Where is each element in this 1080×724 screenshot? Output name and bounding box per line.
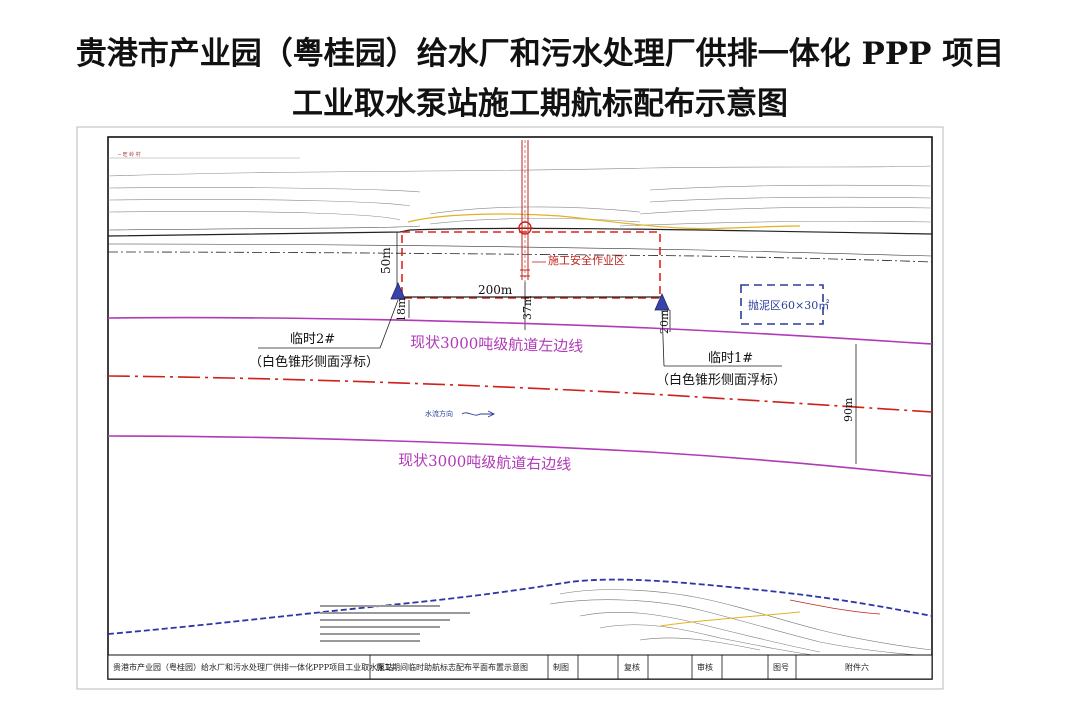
intake-pipeline [517, 140, 533, 282]
dim-90-label: 90m [842, 397, 855, 422]
buoy-1-name: 临时1# [708, 351, 753, 366]
channel-centerline [107, 375, 933, 413]
dim-20-label: 20m [658, 309, 671, 334]
buoy-1-leader [661, 309, 665, 367]
bank-edge-lower-2 [107, 243, 933, 257]
title-block-number-value: 附件六 [845, 662, 869, 672]
dredge-zone-label: 抛泥区60×30㎡ [748, 298, 829, 312]
title-block-drawn-label: 制图 [553, 662, 569, 672]
buoy-2-leader [379, 299, 399, 349]
dim-37-label: 37m [521, 295, 534, 320]
work-zone-label: 施工安全作业区 [548, 253, 625, 267]
title-block-review-label: 审核 [697, 662, 713, 672]
far-shore-marker-2 [789, 599, 881, 615]
top-bank-contours [107, 165, 933, 227]
dim-18-label: 18m [395, 297, 408, 322]
work-safety-zone [401, 231, 661, 299]
bank-edge-lower [107, 251, 933, 263]
channel-left-edge [107, 316, 933, 345]
survey-line [407, 213, 801, 230]
notes-block [320, 605, 470, 642]
title-block-drawing-name: 施工期间临时助航标志配布平面布置示意图 [376, 662, 528, 672]
buoy-2-name: 临时2# [290, 332, 335, 347]
title-block-check-label: 复核 [624, 662, 640, 672]
top-left-note: ─ 旺 岭 村 [117, 151, 141, 158]
flow-direction-arrow-icon [461, 410, 496, 418]
dim-50-label: 50m [379, 247, 393, 274]
title-block-number-label: 图号 [773, 663, 789, 672]
bank-edge-upper-2 [107, 225, 421, 231]
right-edge-label: 现状3000吨级航道右边线 [398, 451, 572, 474]
buoy-2-icon [390, 282, 406, 300]
sheet-border [76, 126, 944, 690]
far-shore-line [107, 578, 933, 635]
title-line-2: 工业取水泵站施工期航标配布示意图 [292, 86, 788, 122]
dredge-spoil-zone [740, 284, 824, 325]
title-block: 贵港市产业园（粤桂园）给水厂和污水处理厂供排一体化PPP项目工业取水泵站 施工期… [107, 654, 933, 680]
buoy-1-desc: （白色锥形侧面浮标） [656, 372, 786, 388]
left-edge-label: 现状3000吨级航道左边线 [410, 333, 584, 356]
far-shore-contours [549, 589, 933, 657]
title-block-project: 贵港市产业园（粤桂园）给水厂和污水处理厂供排一体化PPP项目工业取水泵站 [113, 662, 393, 672]
flow-direction-label: 水流方向 [425, 409, 453, 418]
channel-right-edge [107, 435, 933, 477]
far-shore-marker [659, 611, 801, 627]
buoy-2-desc: （白色锥形侧面浮标） [249, 354, 379, 370]
bank-edge-upper [107, 227, 933, 237]
dim-200-label: 200m [478, 283, 513, 297]
title-line-1: 贵港市产业园（粤桂园）给水厂和污水处理厂供排一体化 PPP 项目 [75, 36, 1005, 72]
